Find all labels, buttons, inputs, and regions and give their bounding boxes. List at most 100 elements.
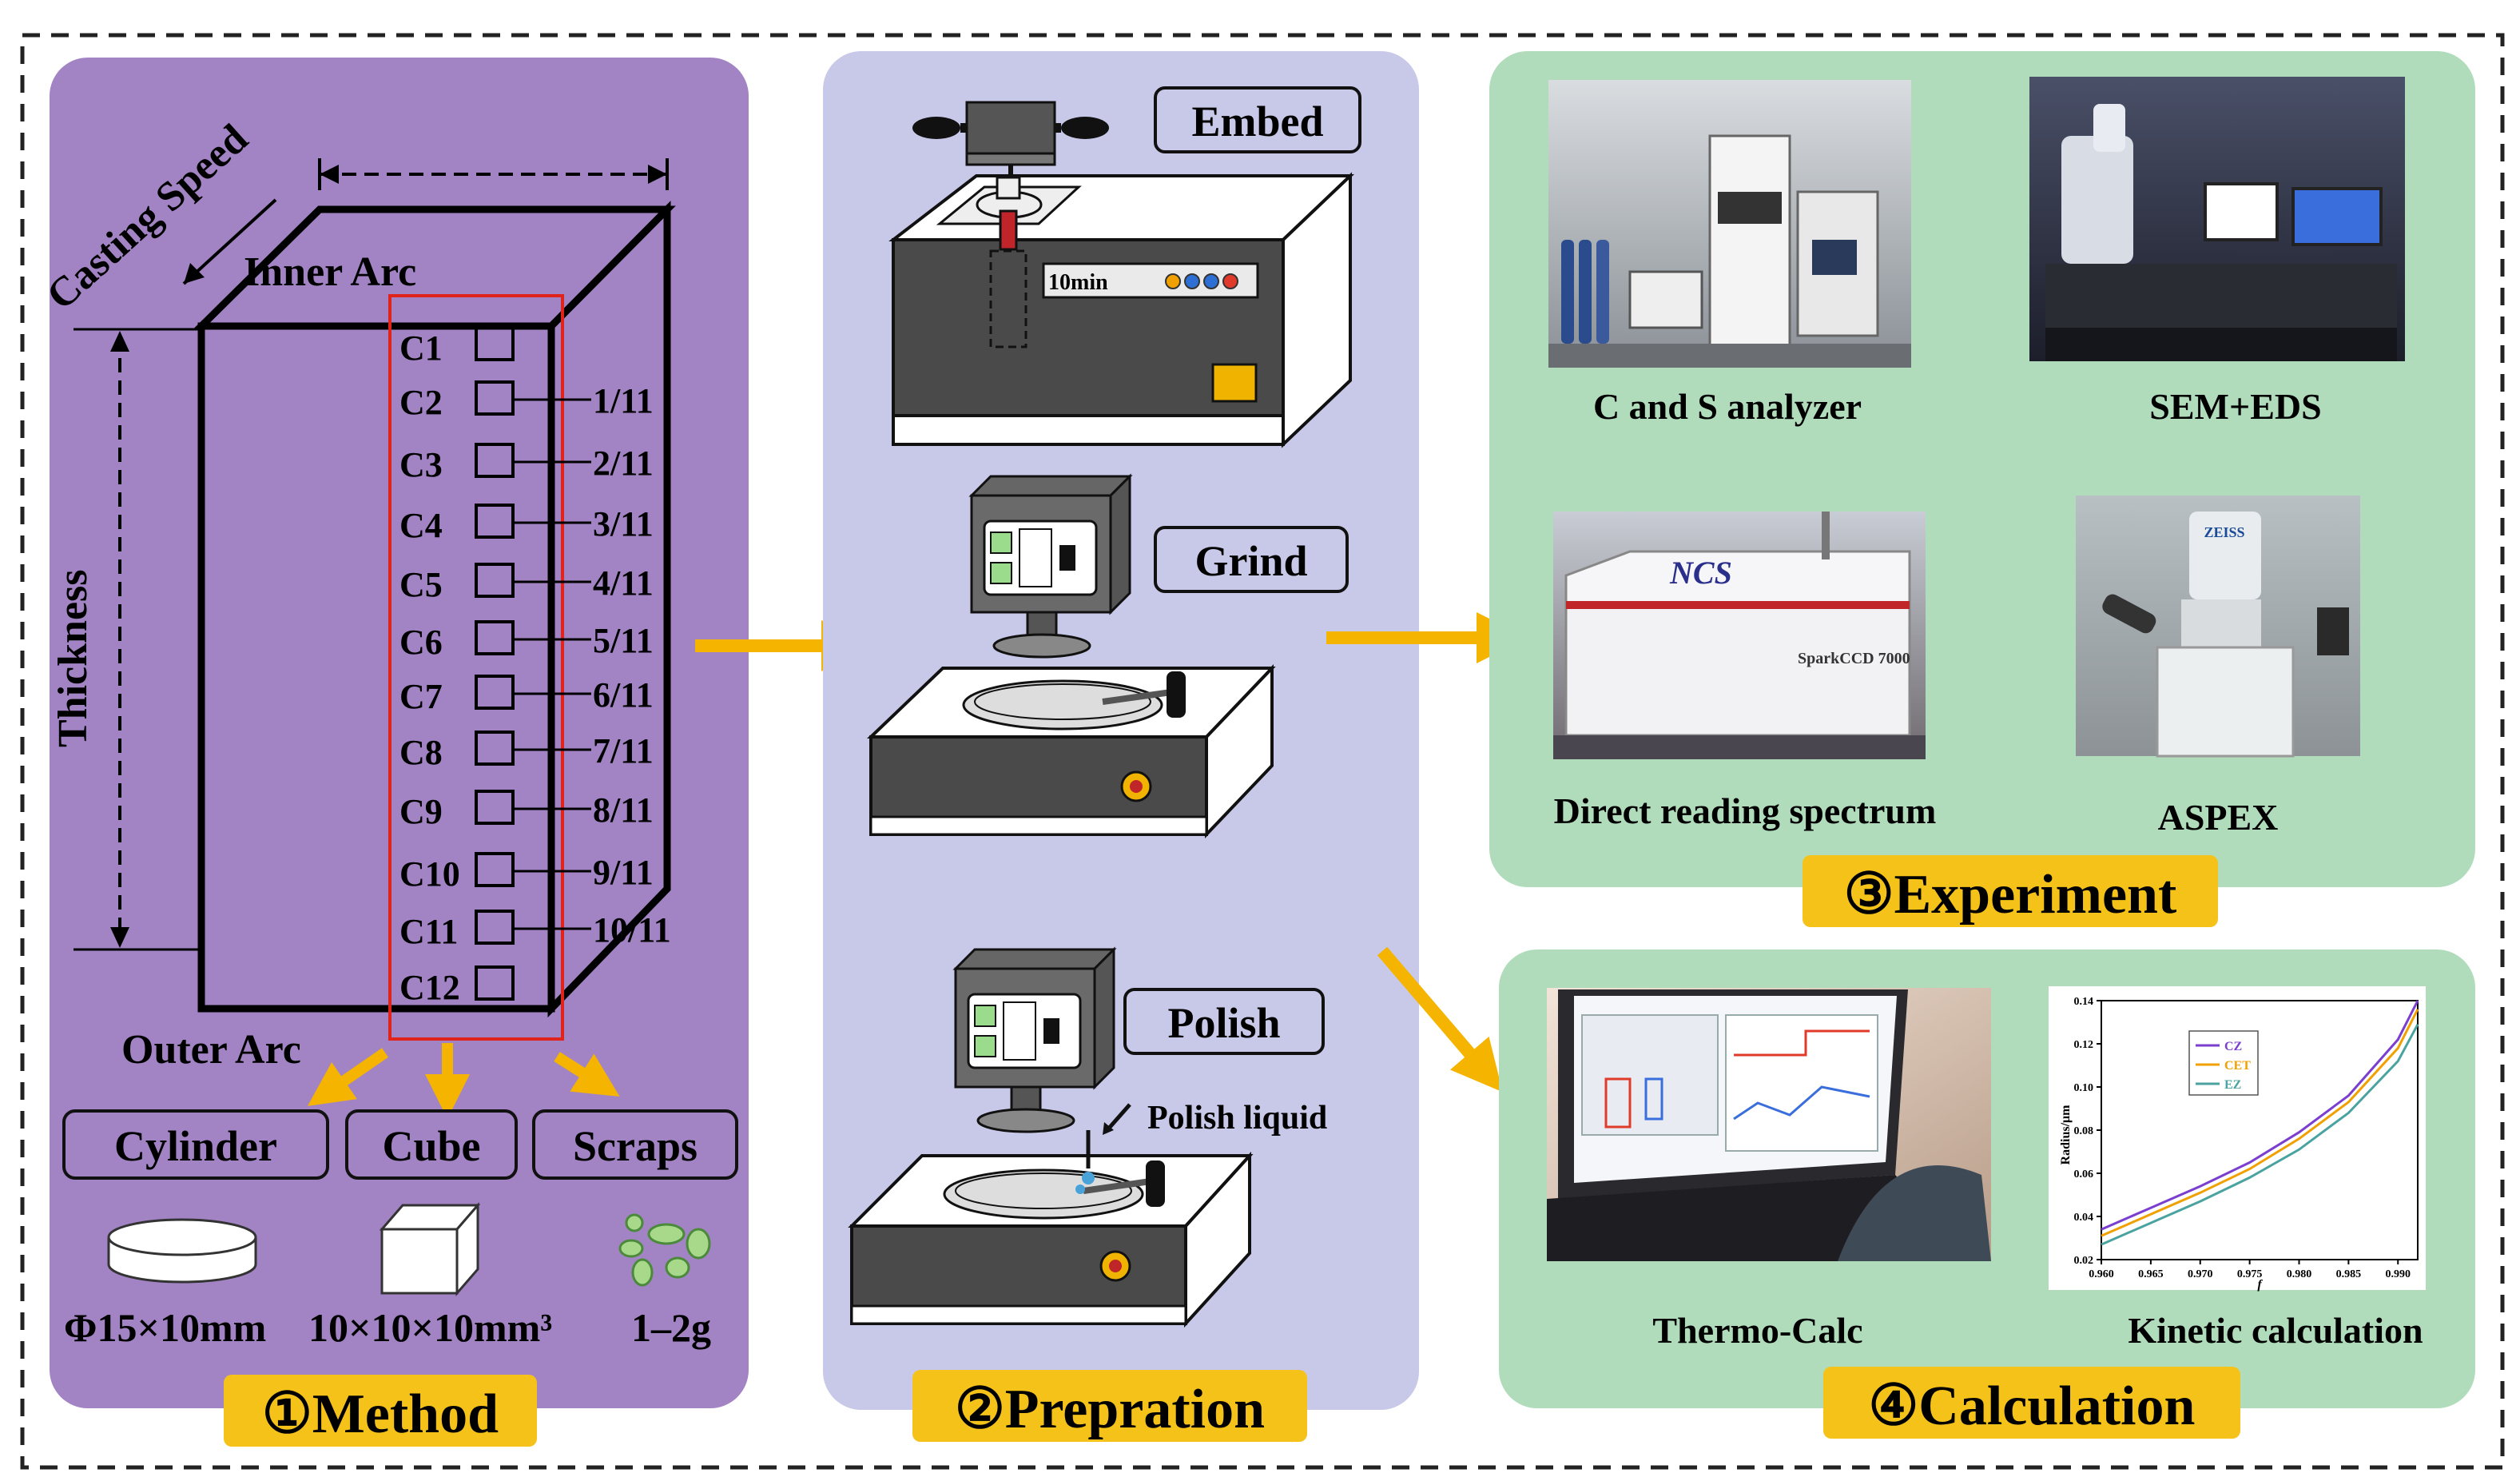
- sample-label: C5: [399, 565, 443, 604]
- polish-machine-icon: [848, 946, 1254, 1328]
- embed-timer: 10min: [1048, 270, 1108, 295]
- x-tick-label: 0.990: [2386, 1268, 2411, 1280]
- spark-text: SparkCCD 7000: [1798, 650, 1910, 667]
- sample-label: C10: [399, 854, 460, 894]
- inner-arc-label: Inner Arc: [244, 249, 416, 295]
- sem-eds-photo: [2029, 77, 2405, 361]
- fraction-label: 3/11: [593, 504, 654, 543]
- cube-box: [345, 1109, 518, 1180]
- casting-speed-arrow: [182, 198, 277, 285]
- series-line-cz: [2101, 1000, 2419, 1231]
- slab-front-face: [197, 322, 555, 1013]
- polish-label-box: [1123, 988, 1325, 1055]
- experiment-title-tag: [1803, 855, 2218, 927]
- prep-title: ②Prepration: [955, 1379, 1265, 1440]
- y-tick-label: 0.14: [2074, 996, 2094, 1008]
- fraction-label: 10/11: [593, 910, 671, 950]
- thermo-calc-label: Thermo-Calc: [1652, 1310, 1862, 1351]
- sample-square: [475, 443, 515, 478]
- thermo-calc-photo: [1547, 988, 1991, 1261]
- outer-frame: [20, 33, 2505, 1470]
- scraps-label: Scraps: [573, 1122, 698, 1170]
- sem-eds-label: SEM+EDS: [2149, 386, 2321, 427]
- sample-label: C6: [399, 623, 443, 662]
- direct-reading-spectrum-photo: NCS SparkCCD 7000: [1553, 512, 1926, 759]
- cylinder-box: [62, 1109, 329, 1180]
- method-title: ①Method: [262, 1383, 499, 1445]
- sample-label: C7: [399, 677, 443, 716]
- sample-label: C3: [399, 445, 443, 484]
- x-tick-label: 0.965: [2138, 1268, 2164, 1280]
- calculation-panel: Thermo-Calc 0.020.040.060.080.100.120.14…: [1499, 950, 2475, 1439]
- sample-label: C12: [399, 968, 460, 1007]
- y-tick-label: 0.08: [2074, 1125, 2094, 1137]
- arrow-prep-to-calculation: [1377, 946, 1503, 1093]
- embed-label: Embed: [1191, 98, 1323, 145]
- sample-label: C1: [399, 328, 443, 368]
- grind-label-box: [1154, 526, 1349, 593]
- cube-size: 10×10×10mm³: [308, 1305, 552, 1350]
- scraps-box: [532, 1109, 738, 1180]
- cube-label: Cube: [382, 1122, 480, 1170]
- calculation-title-tag: [1823, 1367, 2240, 1439]
- sample-square: [475, 852, 515, 887]
- legend-label: EZ: [2224, 1078, 2241, 1092]
- sample-square: [475, 910, 515, 945]
- fraction-label: 9/11: [593, 853, 654, 892]
- sample-square: [475, 731, 515, 766]
- sample-label: C11: [399, 912, 458, 951]
- scraps-icon: [618, 1213, 711, 1287]
- x-tick-label: 0.975: [2237, 1268, 2263, 1280]
- legend-label: CZ: [2224, 1040, 2242, 1053]
- calculation-title: ④Calculation: [1869, 1375, 2196, 1437]
- experiment-panel: C and S analyzer SEM+EDS NCS SparkCCD 70…: [1489, 51, 2475, 927]
- legend-label: CET: [2224, 1059, 2251, 1073]
- fraction-label: 7/11: [593, 731, 654, 770]
- outer-arc-label: Outer Arc: [121, 1027, 301, 1073]
- scraps-size: 1–2g: [631, 1305, 711, 1350]
- c-s-analyzer-photo: [1548, 80, 1911, 368]
- sample-label: C4: [399, 506, 443, 545]
- sample-label: C2: [399, 383, 443, 422]
- fraction-label: 6/11: [593, 675, 654, 715]
- method-title-tag: [224, 1375, 537, 1447]
- embed-machine-icon: 10min: [888, 101, 1354, 448]
- sample-square: [475, 620, 515, 655]
- x-tick-label: 0.980: [2287, 1268, 2312, 1280]
- preparation-panel: 10min Embed: [823, 51, 1419, 1442]
- direct-reading-spectrum-label: Direct reading spectrum: [1554, 790, 1937, 831]
- thickness-label: Thickness: [50, 569, 96, 747]
- y-tick-label: 0.02: [2074, 1255, 2094, 1267]
- c-s-analyzer-label: C and S analyzer: [1593, 386, 1862, 427]
- fraction-label: 8/11: [593, 790, 654, 830]
- x-tick-label: 0.970: [2188, 1268, 2213, 1280]
- polish-label: Polish: [1167, 999, 1280, 1047]
- cylinder-label: Cylinder: [114, 1122, 277, 1170]
- kinetic-calculation-label: Kinetic calculation: [2128, 1310, 2423, 1351]
- aspex-label: ASPEX: [2158, 797, 2279, 838]
- sample-square: [475, 965, 515, 1001]
- fraction-label: 5/11: [593, 621, 654, 660]
- aspex-photo: ZEISS: [2076, 496, 2360, 758]
- y-tick-label: 0.06: [2074, 1168, 2094, 1180]
- experiment-title: ③Experiment: [1844, 864, 2177, 926]
- ncs-logo: NCS: [1669, 555, 1732, 591]
- y-tick-label: 0.10: [2074, 1082, 2094, 1094]
- sample-square: [475, 563, 515, 598]
- sample-square: [475, 675, 515, 710]
- chart-x-label: f: [2257, 1278, 2263, 1292]
- sample-square: [475, 790, 515, 825]
- x-tick-label: 0.960: [2089, 1268, 2114, 1280]
- fraction-label: 1/11: [593, 381, 654, 420]
- sample-column: [388, 294, 564, 1041]
- y-tick-label: 0.04: [2074, 1212, 2094, 1224]
- fraction-label: 2/11: [593, 444, 654, 483]
- svg-text:ZEISS: ZEISS: [2204, 524, 2244, 540]
- grind-machine-icon: [867, 473, 1276, 838]
- x-tick-label: 0.985: [2336, 1268, 2362, 1280]
- cylinder-icon: [107, 1218, 257, 1284]
- series-line-ez: [2101, 1023, 2419, 1246]
- sample-square: [475, 326, 515, 361]
- prep-title-tag: [912, 1370, 1307, 1442]
